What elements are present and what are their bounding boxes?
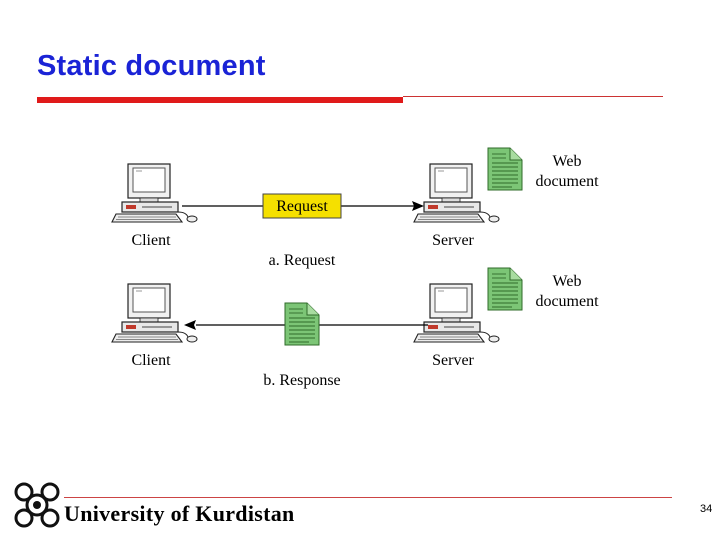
- top-server-label: Server: [432, 232, 474, 249]
- bottom-doc-label-line2: document: [535, 293, 599, 310]
- top-client-computer-icon: [112, 164, 197, 222]
- bottom-doc-label-line1: Web: [553, 273, 582, 290]
- request-box-label: Request: [276, 198, 328, 215]
- bottom-server-label: Server: [432, 352, 474, 369]
- top-doc-label-line1: Web: [553, 153, 582, 170]
- top-server-computer-icon: [414, 164, 499, 222]
- response-arrowhead: [184, 320, 196, 330]
- top-web-document-icon: [488, 148, 522, 190]
- page-number: 34: [700, 503, 712, 515]
- university-logo-icon: [10, 478, 64, 532]
- response-document-icon: [285, 303, 319, 345]
- top-client-label: Client: [131, 232, 171, 249]
- bottom-web-document-icon: [488, 268, 522, 310]
- footer-divider: [64, 497, 672, 498]
- bottom-caption: b. Response: [263, 372, 340, 389]
- bottom-server-computer-icon: [414, 284, 499, 342]
- top-caption: a. Request: [269, 252, 336, 269]
- top-doc-label-line2: document: [535, 173, 599, 190]
- bottom-client-computer-icon: [112, 284, 197, 342]
- footer-university-name: University of Kurdistan: [64, 501, 295, 527]
- bottom-client-label: Client: [131, 352, 171, 369]
